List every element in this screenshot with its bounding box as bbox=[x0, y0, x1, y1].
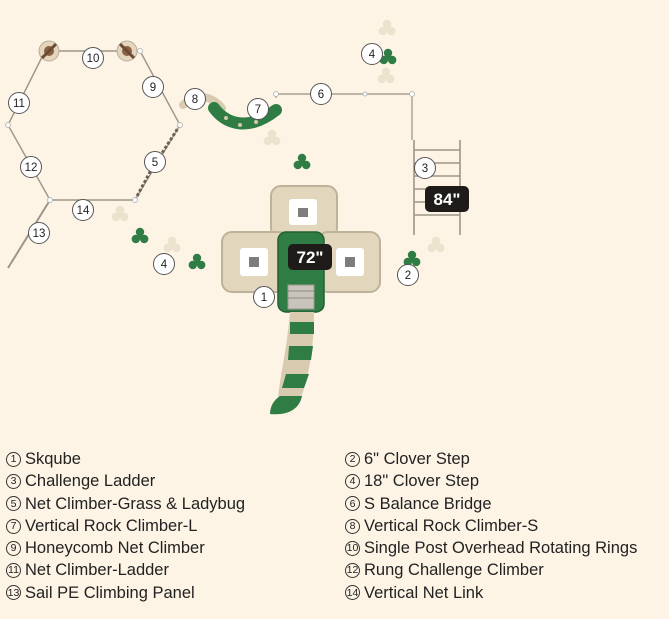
svg-text:4: 4 bbox=[161, 259, 168, 271]
legend-label: Vertical Rock Climber-S bbox=[364, 516, 539, 535]
callout-3: 3 bbox=[414, 157, 436, 179]
callout-2: 2 bbox=[397, 264, 419, 286]
legend-number: 9 bbox=[6, 540, 21, 556]
legend-label: Honeycomb Net Climber bbox=[25, 539, 205, 558]
svg-text:13: 13 bbox=[33, 228, 46, 240]
legend-label: S Balance Bridge bbox=[364, 494, 492, 513]
callout-13: 13 bbox=[28, 222, 50, 244]
legend-number: 3 bbox=[6, 473, 21, 489]
svg-text:3: 3 bbox=[422, 163, 428, 175]
legend-number: 1 bbox=[6, 451, 21, 467]
callout-7: 7 bbox=[247, 98, 269, 120]
svg-text:11: 11 bbox=[13, 98, 25, 110]
callout-1: 1 bbox=[253, 286, 275, 308]
rock-climber-l bbox=[208, 102, 282, 130]
legend-number: 10 bbox=[345, 540, 360, 556]
callout-5: 5 bbox=[144, 151, 166, 173]
svg-text:72": 72" bbox=[297, 248, 324, 267]
rock-holds bbox=[224, 116, 258, 127]
legend-number: 6 bbox=[345, 496, 360, 512]
callout-11: 11 bbox=[8, 92, 30, 114]
callout-14: 14 bbox=[72, 199, 94, 221]
svg-text:7: 7 bbox=[255, 104, 261, 116]
svg-text:8: 8 bbox=[192, 94, 198, 106]
svg-text:84": 84" bbox=[434, 190, 461, 209]
svg-text:10: 10 bbox=[87, 53, 100, 65]
legend-number: 12 bbox=[345, 563, 360, 579]
deck-height-badge: 72" bbox=[288, 244, 332, 270]
legend-label: Challenge Ladder bbox=[25, 472, 156, 491]
legend-number: 11 bbox=[6, 563, 21, 579]
legend-label: 6" Clover Step bbox=[364, 450, 470, 468]
legend-number: 8 bbox=[345, 518, 360, 534]
playground-diagram: 72" 84" 1 2 3 4 4 5 6 7 8 9 10 11 12 13 … bbox=[5, 19, 469, 415]
legend-number: 5 bbox=[6, 496, 21, 512]
callout-4-bottom: 4 bbox=[153, 253, 175, 275]
svg-text:9: 9 bbox=[150, 82, 156, 94]
legend-label: Vertical Rock Climber-L bbox=[25, 516, 198, 535]
tube-slide bbox=[270, 312, 314, 415]
legend-label: Vertical Net Link bbox=[364, 583, 484, 602]
svg-text:4: 4 bbox=[369, 49, 376, 61]
svg-text:14: 14 bbox=[77, 205, 90, 217]
legend-label: Single Post Overhead Rotating Rings bbox=[364, 539, 638, 558]
legend-label: 18" Clover Step bbox=[364, 472, 480, 491]
balance-bridge bbox=[275, 93, 413, 140]
legend-number: 2 bbox=[345, 451, 360, 467]
callout-6: 6 bbox=[310, 83, 332, 105]
ladder-height-badge: 84" bbox=[425, 186, 469, 212]
rotating-rings-right bbox=[116, 40, 138, 62]
callout-12: 12 bbox=[20, 156, 42, 178]
svg-text:6: 6 bbox=[318, 89, 324, 101]
rotating-rings-left bbox=[38, 40, 60, 62]
legend-label: Net Climber-Grass & Ladybug bbox=[25, 494, 246, 513]
callout-8: 8 bbox=[184, 88, 206, 110]
legend-number: 7 bbox=[6, 518, 21, 534]
svg-text:5: 5 bbox=[152, 157, 158, 169]
legend-label: Net Climber-Ladder bbox=[25, 561, 169, 580]
callout-9: 9 bbox=[142, 76, 164, 98]
frame-posts bbox=[5, 48, 183, 203]
svg-text:12: 12 bbox=[25, 162, 38, 174]
callout-10: 10 bbox=[82, 47, 104, 69]
legend-number: 13 bbox=[6, 585, 21, 601]
callout-4-top: 4 bbox=[361, 43, 383, 65]
legend-label: Rung Challenge Climber bbox=[364, 561, 544, 580]
legend-label: Skqube bbox=[25, 450, 81, 468]
legend-number: 14 bbox=[345, 585, 360, 601]
bridge-posts bbox=[273, 91, 415, 97]
legend-label: Sail PE Climbing Panel bbox=[25, 583, 195, 602]
svg-text:2: 2 bbox=[405, 270, 411, 282]
legend-number: 4 bbox=[345, 473, 360, 489]
svg-text:1: 1 bbox=[261, 292, 267, 304]
